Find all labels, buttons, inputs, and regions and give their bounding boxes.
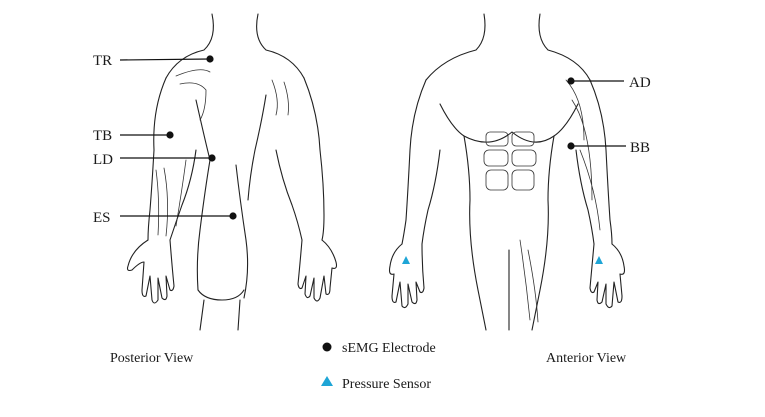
posterior-right-detail xyxy=(272,80,289,115)
label-tr: TR xyxy=(93,53,112,69)
posterior-neck-left xyxy=(166,14,213,78)
black-dot-icon xyxy=(323,343,332,352)
pressure-sensor-left-hand xyxy=(402,256,410,264)
posterior-arm-right-inner xyxy=(276,150,302,240)
legend: sEMG Electrode Pressure Sensor xyxy=(321,341,436,392)
posterior-neck-right xyxy=(257,14,304,78)
posterior-back-midline xyxy=(236,165,248,298)
electrodes xyxy=(166,55,574,219)
label-ld: LD xyxy=(93,152,113,168)
blue-triangle-icon xyxy=(321,376,333,386)
posterior-hand-left xyxy=(128,240,175,303)
anterior-view-caption: Anterior View xyxy=(546,351,627,366)
electrode-bb xyxy=(567,142,574,149)
anterior-torso-right xyxy=(540,104,578,290)
anterior-arm-left-outer xyxy=(402,80,426,244)
electrode-es xyxy=(229,212,236,219)
electrode-ld xyxy=(208,154,215,161)
anterior-arm-right-outer xyxy=(590,80,612,244)
posterior-arm-left-inner xyxy=(170,150,196,240)
anterior-figure xyxy=(390,14,625,330)
electrode-ad xyxy=(567,77,574,84)
pressure-sensors xyxy=(402,256,603,264)
posterior-figure xyxy=(128,14,337,330)
leader-tr xyxy=(120,59,210,60)
posterior-torso-right xyxy=(248,95,266,200)
posterior-shoulder-detail xyxy=(176,70,210,120)
anterior-arm-detail xyxy=(520,80,600,322)
posterior-hip xyxy=(198,290,244,330)
label-tb: TB xyxy=(93,128,112,144)
posterior-arm-right-outer xyxy=(304,78,324,240)
anterior-torso-left xyxy=(440,104,478,290)
anterior-neck-left xyxy=(426,14,485,80)
legend-electrode-label: sEMG Electrode xyxy=(342,341,436,356)
electrode-tb xyxy=(166,131,173,138)
leader-lines xyxy=(120,59,626,216)
anterior-neck-right xyxy=(539,14,590,80)
label-bb: BB xyxy=(630,140,650,156)
pressure-sensor-right-hand xyxy=(595,256,603,264)
anterior-hand-right xyxy=(590,244,625,308)
electrode-tr xyxy=(206,55,213,62)
posterior-torso-left xyxy=(196,100,210,290)
label-ad: AD xyxy=(629,75,651,91)
anterior-hand-left xyxy=(390,244,425,308)
anterior-chest-line xyxy=(464,132,554,142)
posterior-view-caption: Posterior View xyxy=(110,351,194,366)
posterior-forearm-detail xyxy=(156,160,186,236)
label-es: ES xyxy=(93,210,111,226)
anterior-arm-left-inner xyxy=(422,150,440,244)
legend-pressure-label: Pressure Sensor xyxy=(342,377,431,392)
posterior-hand-right xyxy=(298,240,337,301)
